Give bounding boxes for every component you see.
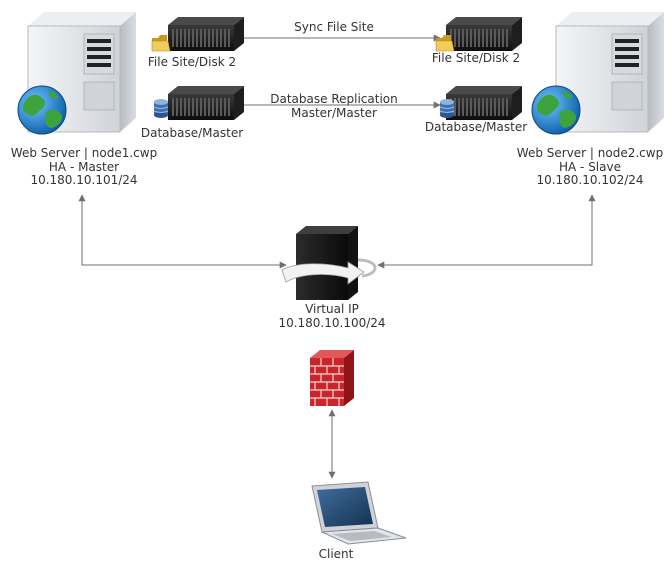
database-1	[153, 86, 244, 120]
node1-role: HA - Master	[48, 159, 120, 174]
folder-icon	[151, 35, 171, 52]
web-server-node1	[17, 11, 137, 135]
file-site-1	[151, 17, 244, 52]
node2-hostname: Web Server | node2.cwp	[516, 146, 664, 160]
client-label: Client	[318, 547, 354, 561]
node2-ip: 10.180.10.102/24	[536, 173, 644, 187]
client-laptop	[311, 481, 407, 545]
replication-title: Database Replication	[270, 92, 398, 106]
rack-server-icon	[446, 17, 522, 51]
file-site-1-label: File Site/Disk 2	[147, 55, 237, 69]
folder-icon	[435, 35, 455, 52]
node2-role: HA - Slave	[559, 159, 621, 174]
database-2	[439, 86, 522, 120]
database-1-label: Database/Master	[140, 126, 244, 140]
database-icon	[439, 99, 455, 118]
laptop-icon	[311, 481, 407, 545]
virtual-ip-label: Virtual IP 10.180.10.100/24	[252, 302, 412, 330]
web-server-node1-label: Web Server | node1.cwp HA - Master 10.18…	[0, 146, 168, 188]
node1-ip: 10.180.10.101/24	[30, 173, 138, 187]
rack-server-icon	[446, 86, 522, 120]
web-server-node2	[531, 11, 665, 135]
virtual-ip-address: 10.180.10.100/24	[278, 315, 386, 330]
database-icon	[153, 99, 169, 118]
rack-server-icon	[168, 17, 244, 51]
sync-file-site-label: Sync File Site	[294, 20, 374, 34]
connector-node1-to-vip	[78, 194, 287, 269]
globe-icon	[17, 85, 67, 135]
database-2-label: Database/Master	[424, 120, 528, 134]
replication-mode: Master/Master	[290, 105, 377, 120]
virtual-ip-title: Virtual IP	[305, 302, 359, 316]
connector-node2-to-vip	[377, 194, 596, 269]
virtual-ip-switch	[281, 226, 377, 300]
virtual-ip-switch-icon	[281, 226, 377, 300]
file-site-2-label: File Site/Disk 2	[431, 51, 521, 65]
database-replication-label: Database Replication Master/Master	[244, 92, 424, 120]
node1-hostname: Web Server | node1.cwp	[10, 146, 158, 160]
file-site-2	[435, 17, 522, 52]
web-server-node2-label: Web Server | node2.cwp HA - Slave 10.180…	[506, 146, 672, 188]
rack-server-icon	[168, 86, 244, 120]
firewall	[310, 350, 354, 406]
firewall-icon	[310, 350, 354, 406]
globe-icon	[531, 85, 581, 135]
